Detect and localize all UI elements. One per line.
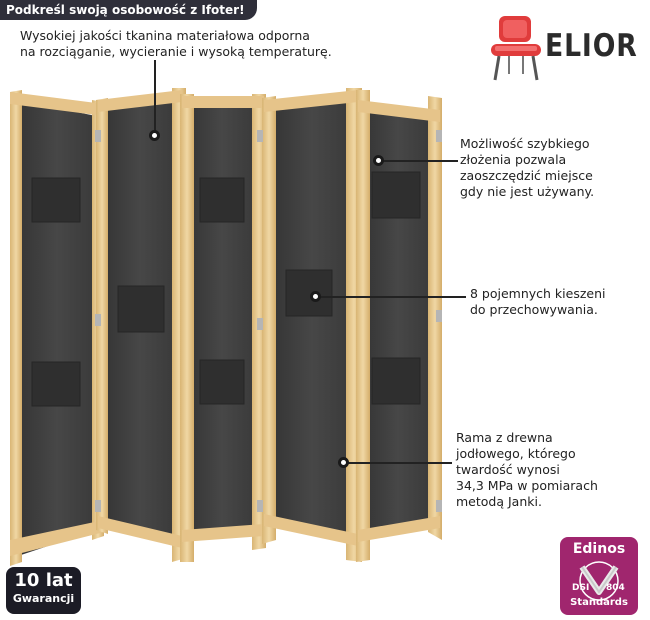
chair-icon: [491, 16, 541, 81]
feature-folding: Możliwość szybkiego złożenia pozwala zao…: [460, 136, 595, 199]
divider-panel-3: [180, 94, 266, 562]
leader-line-frame: [348, 462, 452, 464]
divider-panel-5: [356, 90, 442, 562]
callout-dot-frame: [338, 457, 349, 468]
callout-dot-fabric: [149, 130, 160, 141]
divider-panel-1: [10, 90, 104, 566]
certification-badge: Edinos DSI 804 Standards: [560, 537, 638, 615]
certificate-code: 804: [606, 583, 625, 593]
divider-panel-2: [96, 88, 186, 562]
leader-line-folding: [382, 160, 458, 162]
promo-banner: Podkreśl swoją osobowość z Ifoter!: [0, 0, 257, 20]
certificate-name: Edinos: [572, 541, 626, 557]
divider-panel-4: [262, 88, 362, 562]
warranty-badge: 10 lat Gwarancji: [6, 567, 81, 614]
feature-frame: Rama z drewna jodłowego, którego twardoś…: [456, 430, 598, 509]
leader-line-fabric: [154, 60, 156, 134]
check-mark-icon: [579, 561, 619, 601]
feature-pockets: 8 pojemnych kieszeni do przechowywania.: [470, 286, 606, 317]
callout-dot-pockets: [310, 291, 321, 302]
warranty-years: 10 lat: [14, 570, 73, 591]
warranty-label: Gwarancji: [12, 592, 75, 605]
brand-logo: ELIOR: [487, 12, 637, 84]
feature-fabric: Wysokiej jakości tkanina materiałowa odp…: [20, 28, 332, 59]
callout-dot-folding: [373, 155, 384, 166]
leader-line-pockets: [320, 296, 466, 298]
certificate-label: Standards: [570, 597, 628, 608]
brand-name: ELIOR: [545, 28, 638, 64]
certificate-standard: DSI: [572, 583, 590, 593]
hinges: [95, 130, 442, 512]
